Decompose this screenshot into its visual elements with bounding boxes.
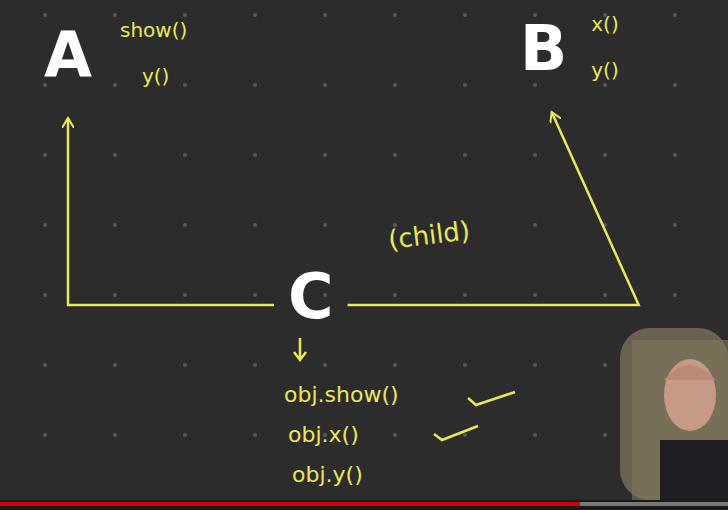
method-call: obj.show() [284,384,399,406]
class-letter: B [514,14,573,84]
down-arrow [294,338,306,360]
method-call: obj.y() [292,464,363,486]
method-name: x() [591,14,618,34]
progress-track [0,502,728,506]
method-call: obj.x() [288,424,359,446]
inheritance-arrow [68,118,274,305]
check-mark [468,392,515,405]
class-node: Ashow() y() [38,20,187,112]
method-list: x() y() [591,14,618,106]
class-letter: C [282,262,340,332]
class-node: C [282,262,340,332]
presenter-video [620,328,728,500]
method-name: y() [591,60,618,80]
dot-grid [43,13,677,437]
method-name: y() [142,66,187,86]
progress-fill [0,502,580,506]
class-node: Bx() y() [514,14,619,106]
inheritance-arrow [348,112,639,305]
video-bar [0,500,728,510]
role-note: (child) [387,217,472,253]
check-mark [434,426,478,440]
method-list: show() y() [120,20,187,112]
method-name: show() [120,20,187,40]
class-letter: A [38,20,98,90]
